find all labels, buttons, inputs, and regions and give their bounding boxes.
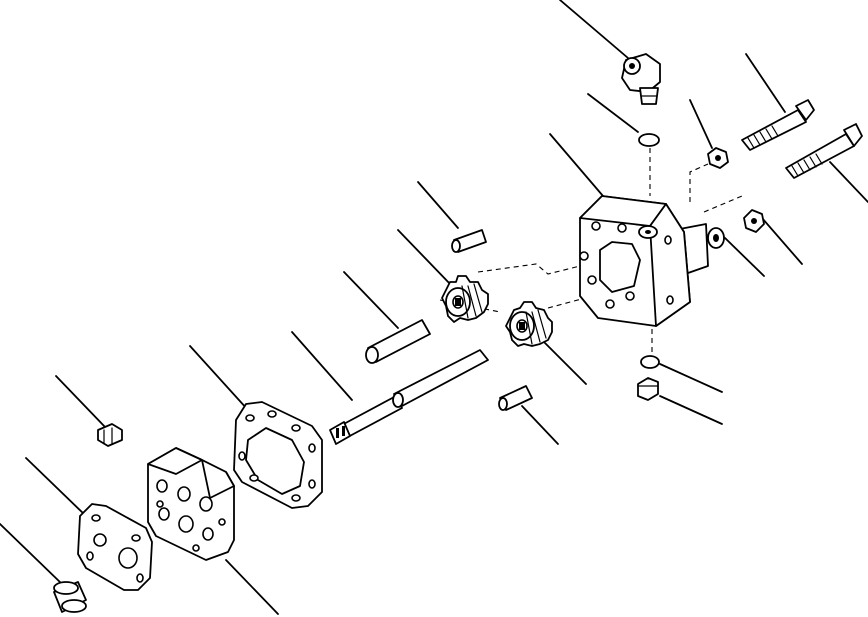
leader-long-bolt-1 <box>745 53 786 113</box>
swivel-elbow <box>621 53 661 105</box>
leader-nut-small-top <box>689 99 713 149</box>
leader-long-bolt-2 <box>829 161 868 203</box>
leader-dowel-pin-long <box>343 271 399 329</box>
washer-right <box>707 227 725 249</box>
dowel-pin-top <box>451 229 487 253</box>
leader-driven-gear <box>539 337 587 385</box>
dowel-pin-long <box>365 319 431 364</box>
end-cover <box>147 447 235 561</box>
leader-nut-bottom <box>659 395 723 425</box>
drive-shaft <box>329 349 489 445</box>
nut-right <box>743 209 765 233</box>
bushing <box>53 581 87 613</box>
leader-screw <box>55 375 107 429</box>
pump-body <box>579 195 709 327</box>
driven-gear <box>505 301 553 347</box>
leader-drive-shaft <box>291 331 353 401</box>
leader-pump-body <box>549 133 604 197</box>
leader-dowel-pin-top <box>417 181 459 229</box>
o-ring-bottom <box>640 355 660 369</box>
leader-dowel-pin-bottom <box>521 405 559 445</box>
o-ring-top <box>638 133 660 147</box>
seal-plate <box>77 503 153 591</box>
long-bolt-1 <box>741 99 815 151</box>
leader-nut-right <box>761 217 803 265</box>
leader-o-ring-top <box>587 93 639 133</box>
assembly-centerlines <box>439 148 743 356</box>
nut-bottom <box>637 377 659 401</box>
gasket <box>233 401 323 509</box>
leader-swivel-elbow <box>559 0 629 59</box>
leader-seal-plate <box>25 457 87 517</box>
screw <box>97 423 123 447</box>
leader-drive-gear <box>397 229 453 287</box>
leader-gasket <box>189 345 249 411</box>
leader-o-ring-bottom <box>659 363 723 393</box>
leader-end-cover <box>225 559 279 615</box>
leader-washer-right <box>724 237 765 277</box>
nut-small-top <box>707 147 729 169</box>
drive-gear <box>441 275 489 323</box>
long-bolt-2 <box>785 123 863 179</box>
leader-bushing <box>0 523 63 585</box>
dowel-pin-bottom <box>498 385 533 411</box>
